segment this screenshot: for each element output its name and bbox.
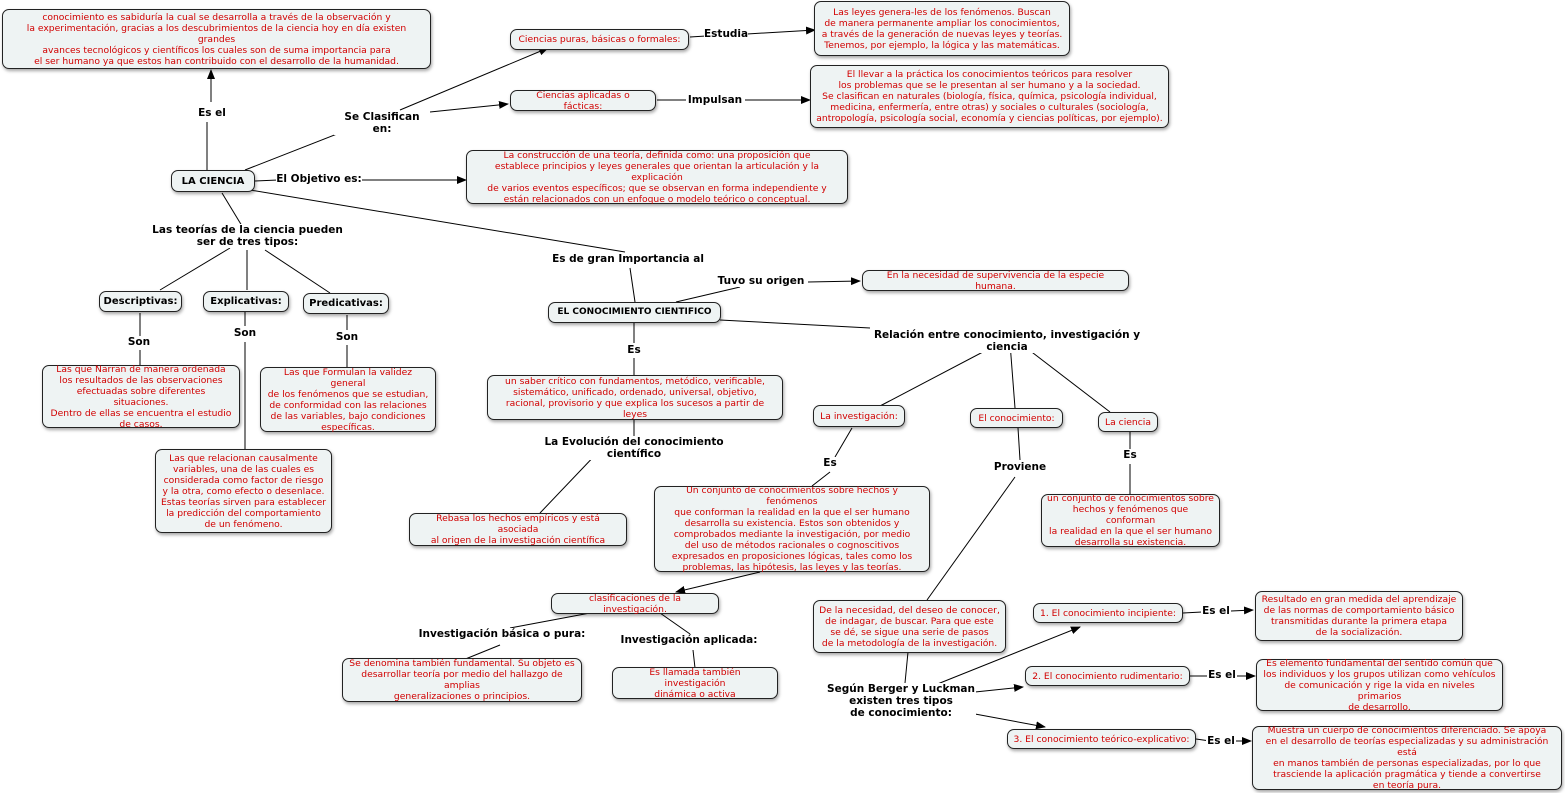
label-evolucion: La Evolución del conocimiento científico [518, 436, 750, 460]
node-definicion-ciencia: conocimiento es sabiduría la cual se des… [2, 9, 431, 69]
node-incipiente: 1. El conocimiento incipiente: [1033, 603, 1183, 623]
label-son-descriptivas: Son [125, 336, 153, 348]
label-se-clasifican: Se Clasifican en: [334, 111, 430, 135]
node-la-ciencia-2: La ciencia [1098, 412, 1158, 432]
label-es-investigacion: Es [820, 457, 840, 469]
label-berger: Según Berger y Luckman existen tres tipo… [826, 683, 976, 719]
node-ciencias-aplicadas-desc: El llevar a la práctica los conocimiento… [810, 65, 1169, 128]
node-rudimentario-desc: Es elemento fundamental del sentido comú… [1256, 658, 1503, 713]
label-teorias-tipos: Las teorías de la ciencia pueden ser de … [150, 224, 345, 248]
node-el-conocimiento: El conocimiento: [970, 408, 1063, 428]
node-cc-es-desc: un saber crítico con fundamentos, metódi… [487, 375, 783, 420]
node-ciencias-puras-desc: Las leyes genera-les de los fenómenos. B… [814, 1, 1070, 56]
node-conocimiento-cientifico: EL CONOCIMIENTO CIENTIFICO [548, 302, 721, 323]
label-es-cc: Es [624, 344, 644, 356]
node-inv-basica-desc: Se denomina también fundamental. Su obje… [342, 658, 582, 702]
node-incipiente-desc: Resultado en gran medida del aprendizaje… [1255, 591, 1463, 641]
label-tuvo-origen: Tuvo su origen [716, 275, 806, 287]
label-importancia: Es de gran Importancia al [552, 253, 704, 265]
node-evolucion-desc: Rebasa los hechos empíricos y está asoci… [409, 513, 627, 546]
label-estudia: Estudia [704, 28, 749, 40]
node-predicativas-desc: Las que Formulan la validez general de l… [260, 367, 436, 433]
label-es-el-teorico: Es el [1206, 735, 1236, 747]
node-explicativas: Explicativas: [203, 291, 289, 312]
node-descriptivas: Descriptivas: [99, 291, 182, 312]
node-la-ciencia: LA CIENCIA [171, 170, 255, 192]
node-investigacion-desc: Un conjunto de conocimientos sobre hecho… [654, 485, 930, 573]
node-la-investigacion: La investigación: [813, 405, 905, 427]
node-ciencia-2-desc: un conjunto de conocimientos sobre hecho… [1041, 493, 1220, 548]
node-teorico-desc: Muestra un cuerpo de conocimientos difer… [1252, 725, 1562, 791]
node-proviene-desc: De la necesidad, del deseo de conocer, d… [813, 600, 1006, 653]
label-impulsan: Impulsan [686, 94, 744, 106]
node-origen-desc: En la necesidad de supervivencia de la e… [862, 270, 1129, 292]
node-predicativas: Predicativas: [303, 293, 389, 314]
node-teorico: 3. El conocimiento teórico-explicativo: [1007, 729, 1196, 749]
node-descriptivas-desc: Las que Narran de manera ordenada los re… [42, 364, 240, 430]
label-es-ciencia: Es [1120, 449, 1140, 461]
node-ciencias-aplicadas: Ciencias aplicadas o fácticas: [510, 90, 656, 112]
node-ciencias-puras: Ciencias puras, básicas o formales: [510, 29, 689, 50]
node-objetivo-desc: La construcción de una teoría, definida … [466, 150, 848, 205]
label-son-predicativas: Son [333, 331, 361, 343]
label-relacion: Relación entre conocimiento, investigaci… [856, 329, 1158, 353]
node-explicativas-desc: Las que relacionan causalmente variables… [155, 449, 332, 533]
label-proviene: Proviene [990, 461, 1050, 473]
node-clasificaciones: clasificaciones de la investigación. [551, 593, 719, 615]
label-es-el: Es el [196, 107, 228, 119]
label-es-el-incipiente: Es el [1201, 605, 1231, 617]
node-rudimentario: 2. El conocimiento rudimentario: [1025, 666, 1190, 686]
label-inv-aplicada: Investigación aplicada: [620, 634, 758, 646]
label-son-explicativas: Son [231, 327, 259, 339]
label-objetivo: El Objetivo es: [276, 173, 362, 185]
label-es-el-rudimentario: Es el [1207, 669, 1237, 681]
node-inv-aplicada-desc: Es llamada también investigación dinámic… [612, 667, 778, 700]
label-inv-basica: Investigación básica o pura: [418, 628, 586, 640]
